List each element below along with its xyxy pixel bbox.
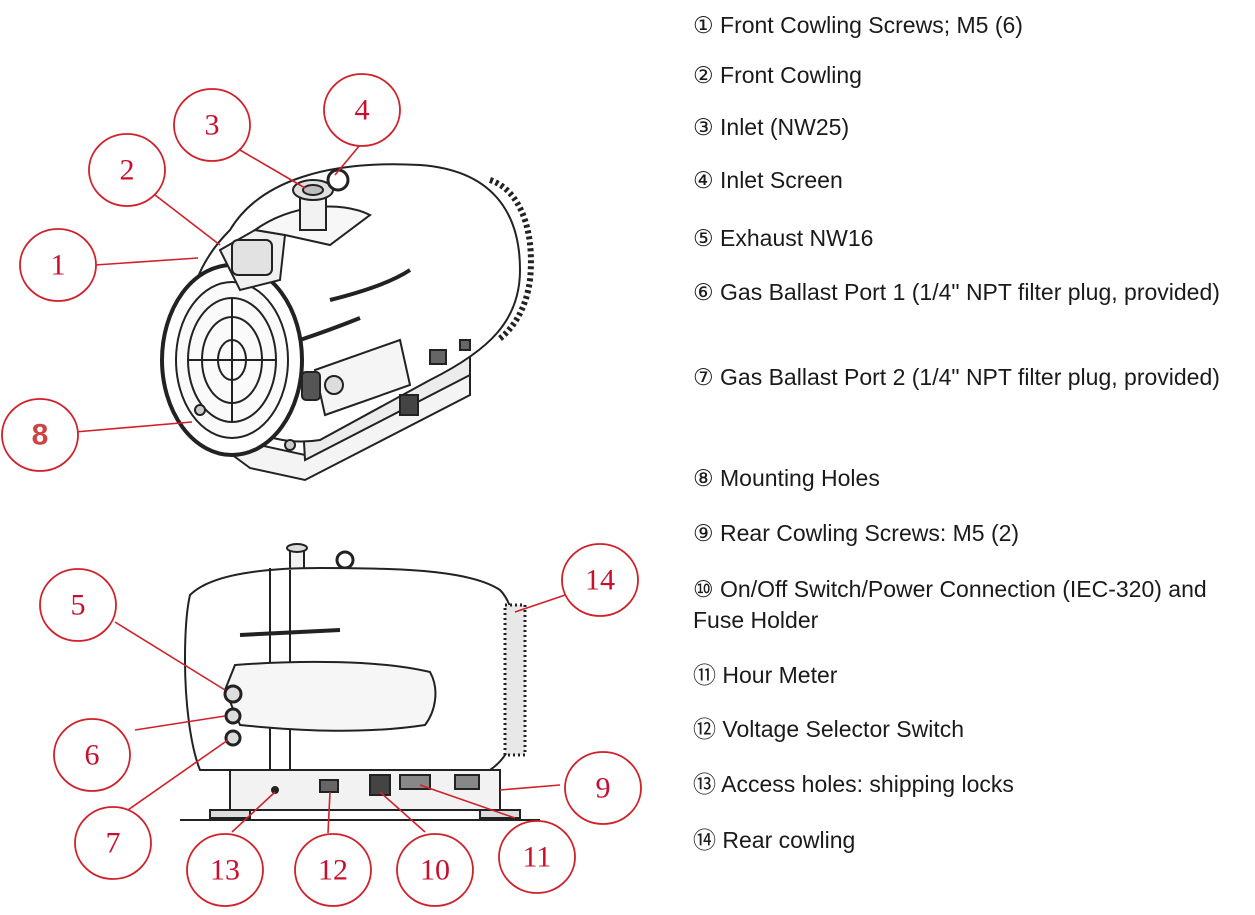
legend-label: Hour Meter (722, 662, 838, 688)
legend-item: ③ Inlet (NW25) (693, 112, 1253, 143)
legend-number: ⑭ (693, 827, 716, 853)
legend-item: ⑧ Mounting Holes (693, 463, 1253, 494)
callout-14: 14 (585, 564, 615, 597)
callout-4: 4 (355, 94, 370, 127)
legend-item: ④ Inlet Screen (693, 165, 1253, 196)
callout-12: 12 (318, 854, 348, 887)
legend-label: Front Cowling Screws; M5 (6) (720, 12, 1023, 38)
legend-label: Rear cowling (722, 827, 856, 853)
legend-number: ① (693, 12, 714, 38)
pump-diagram: 1 2 3 4 8 5 6 7 9 14 13 12 10 11 (1, 73, 642, 907)
legend-number: ② (693, 62, 714, 88)
legend-label: Rear Cowling Screws: M5 (2) (720, 520, 1020, 546)
legend-number: ⑤ (693, 225, 714, 251)
legend-label: Inlet (NW25) (720, 114, 850, 140)
legend-label: Mounting Holes (720, 465, 880, 491)
legend-number: ⑦ (693, 364, 714, 390)
legend-number: ⑩ (693, 576, 714, 602)
callout-5: 5 (71, 589, 86, 622)
legend-item: ⑦ Gas Ballast Port 2 (1/4" NPT filter pl… (693, 362, 1253, 393)
legend-number: ⑥ (693, 279, 714, 305)
legend-item: ⑨ Rear Cowling Screws: M5 (2) (693, 518, 1253, 549)
callout-7: 7 (106, 827, 121, 860)
legend-number: ⑬ (693, 771, 716, 797)
legend-item: ⑫ Voltage Selector Switch (693, 714, 1253, 745)
callout-9: 9 (596, 772, 611, 805)
legend-number: ⑫ (693, 716, 716, 742)
leader-lines (74, 144, 581, 834)
legend-label: Exhaust NW16 (720, 225, 874, 251)
callout-13: 13 (210, 854, 240, 887)
callout-6: 6 (85, 739, 100, 772)
legend-item: ② Front Cowling (693, 60, 1253, 91)
legend-label: On/Off Switch/Power Connection (IEC-320)… (693, 576, 1207, 633)
legend-label: Access holes: shipping locks (721, 771, 1014, 797)
legend-item: ⑭ Rear cowling (693, 825, 1253, 856)
callout-circles (1, 73, 642, 907)
legend-label: Gas Ballast Port 2 (1/4" NPT filter plug… (720, 364, 1220, 390)
callout-1: 1 (51, 249, 66, 282)
legend-item: ⑥ Gas Ballast Port 1 (1/4" NPT filter pl… (693, 277, 1253, 308)
legend-item: ① Front Cowling Screws; M5 (6) (693, 10, 1253, 41)
callout-8: 8 (32, 419, 49, 452)
legend-label: Gas Ballast Port 1 (1/4" NPT filter plug… (720, 279, 1220, 305)
legend-number: ⑧ (693, 465, 714, 491)
callout-2: 2 (120, 154, 135, 187)
legend-item: ⑩ On/Off Switch/Power Connection (IEC-32… (693, 574, 1253, 636)
legend-number: ④ (693, 167, 714, 193)
pump-front-view (160, 163, 534, 482)
legend-label: Front Cowling (720, 62, 862, 88)
pump-side-view (180, 543, 540, 821)
legend-item: ⑪ Hour Meter (693, 660, 1253, 691)
callout-10: 10 (420, 854, 450, 887)
legend-label: Inlet Screen (720, 167, 843, 193)
legend-number: ⑪ (693, 662, 716, 688)
legend-label: Voltage Selector Switch (722, 716, 965, 742)
legend-number: ⑨ (693, 520, 714, 546)
legend-item: ⑤ Exhaust NW16 (693, 223, 1253, 254)
callout-3: 3 (205, 109, 220, 142)
legend-item: ⑬ Access holes: shipping locks (693, 769, 1253, 800)
legend-number: ③ (693, 114, 714, 140)
callout-11: 11 (523, 841, 552, 874)
